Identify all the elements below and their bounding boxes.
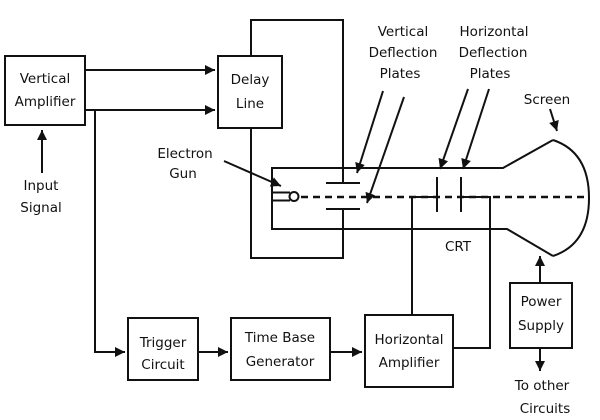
electron-gun-cathode-circle bbox=[288, 191, 300, 202]
crt-screen-arc bbox=[552, 139, 591, 257]
wire-delay-to-top-plate bbox=[250, 19, 344, 183]
block-power-supply-label-line2: Supply bbox=[518, 318, 564, 334]
block-vertical-amplifier bbox=[4, 55, 86, 126]
label-to-other-circuits-line1: To other bbox=[514, 378, 570, 394]
block-power-supply-label-line1: Power bbox=[521, 294, 562, 310]
block-time-base-generator-label-line2: Generator bbox=[246, 354, 315, 370]
label-horizontal-deflection-plates-line2: Deflection bbox=[459, 45, 528, 61]
block-horizontal-amplifier bbox=[364, 314, 454, 388]
block-horizontal-amplifier-label-line1: Horizontal bbox=[375, 332, 444, 348]
block-power-supply bbox=[509, 282, 573, 349]
wire-vamp-to-trigger-arrow bbox=[94, 110, 125, 357]
leader-screen-arrow bbox=[549, 108, 559, 132]
block-horizontal-amplifier-label-line2: Amplifier bbox=[379, 355, 440, 371]
label-electron-gun-line1: Electron bbox=[157, 146, 212, 162]
block-trigger-circuit-label-line1: Trigger bbox=[139, 335, 187, 351]
label-input-signal-line2: Signal bbox=[20, 200, 61, 216]
block-time-base-generator-label-line1: Time Base bbox=[244, 330, 315, 346]
label-screen: Screen bbox=[524, 92, 570, 108]
crt-body-outline bbox=[271, 139, 554, 257]
leader-horizontal-plates-arrow-1 bbox=[438, 88, 469, 170]
block-trigger-circuit-label-line2: Circuit bbox=[141, 357, 184, 373]
label-vertical-deflection-plates-line2: Deflection bbox=[369, 45, 438, 61]
wire-hamp-to-left-plate bbox=[411, 196, 437, 315]
block-delay-line-label-line1: Delay bbox=[231, 72, 270, 88]
label-electron-gun-line2: Gun bbox=[169, 166, 197, 182]
label-horizontal-deflection-plates-line1: Horizontal bbox=[460, 24, 529, 40]
label-vertical-deflection-plates-line1: Vertical bbox=[378, 24, 429, 40]
leader-vertical-plates-arrow-1 bbox=[355, 90, 384, 174]
block-delay-line bbox=[217, 55, 283, 129]
label-to-other-circuits-line2: Circuits bbox=[520, 401, 571, 417]
label-input-signal-line1: Input bbox=[24, 178, 59, 194]
wire-hamp-to-right-plate bbox=[453, 196, 491, 349]
block-delay-line-label-line2: Line bbox=[236, 96, 264, 112]
block-trigger-circuit bbox=[127, 317, 199, 381]
block-time-base-generator bbox=[230, 317, 331, 381]
label-horizontal-deflection-plates-line3: Plates bbox=[470, 66, 511, 82]
label-vertical-deflection-plates-line3: Plates bbox=[380, 66, 421, 82]
wire-delay-to-bottom-plate bbox=[250, 128, 344, 259]
block-vertical-amplifier-label-line1: Vertical bbox=[20, 71, 71, 87]
leader-electron-gun-arrow bbox=[223, 160, 282, 187]
label-crt: CRT bbox=[445, 239, 472, 255]
block-vertical-amplifier-label-line2: Amplifier bbox=[15, 94, 76, 110]
leader-horizontal-plates-arrow-2 bbox=[461, 88, 490, 170]
leader-vertical-plates-arrow-2 bbox=[365, 96, 405, 204]
